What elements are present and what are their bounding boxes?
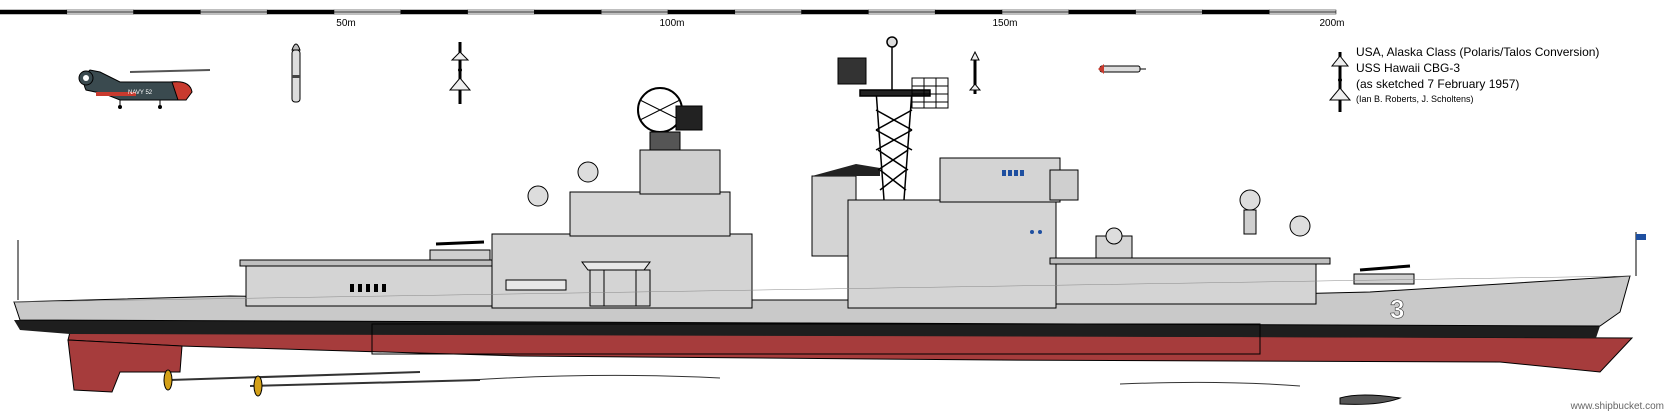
watermark: www.shipbucket.com [1570, 401, 1664, 412]
propeller-icon-2 [253, 375, 263, 397]
scale-label-50m: 50m [336, 18, 356, 29]
title-line-2: USS Hawaii CBG-3 [1356, 61, 1461, 75]
title-line-1: USA, Alaska Class (Polaris/Talos Convers… [1356, 45, 1600, 59]
boat-davit [589, 269, 651, 307]
aft-mid-deckhouse [491, 149, 753, 309]
lower-hull [67, 331, 1634, 373]
height-finder-radar [911, 77, 949, 109]
sonar-dome [1339, 394, 1402, 405]
title-line-3: (as sketched 7 February 1957) [1356, 77, 1520, 91]
hull-number: 3 [1390, 294, 1404, 324]
air-search-radar [837, 57, 867, 85]
talos-missile-icon [448, 42, 472, 104]
fire-control-radar [527, 161, 1311, 237]
scale-bar [0, 9, 1337, 15]
propeller-icon [163, 369, 173, 391]
ship-boat [505, 261, 651, 291]
talos-missile-icon-2 [1328, 52, 1352, 112]
missile-launcher-aft [429, 240, 491, 261]
helicopter: NAVY 52 [78, 69, 211, 109]
gun-director [1095, 227, 1133, 259]
polaris-missile-icon [291, 43, 301, 103]
forward-superstructure [1049, 257, 1331, 305]
mid-superstructure [847, 157, 1079, 309]
lattice-mast [859, 36, 931, 201]
helicopter-marking: NAVY 52 [128, 90, 153, 96]
credits: (Ian B. Roberts, J. Scholtens) [1356, 94, 1474, 104]
aft-superstructure [239, 259, 511, 307]
title-block: USA, Alaska Class (Polaris/Talos Convers… [1356, 44, 1672, 106]
aft-radar-antenna [637, 87, 703, 151]
scale-label-200m: 200m [1319, 18, 1345, 29]
scale-label-100m: 100m [659, 18, 685, 29]
missile-launcher-forward [1353, 264, 1415, 285]
jack-flag [1636, 234, 1646, 240]
asroc-missile-icon [1098, 64, 1146, 74]
terrier-missile-icon [968, 50, 982, 94]
scale-label-150m: 150m [992, 18, 1018, 29]
armor-belt [371, 323, 1261, 355]
